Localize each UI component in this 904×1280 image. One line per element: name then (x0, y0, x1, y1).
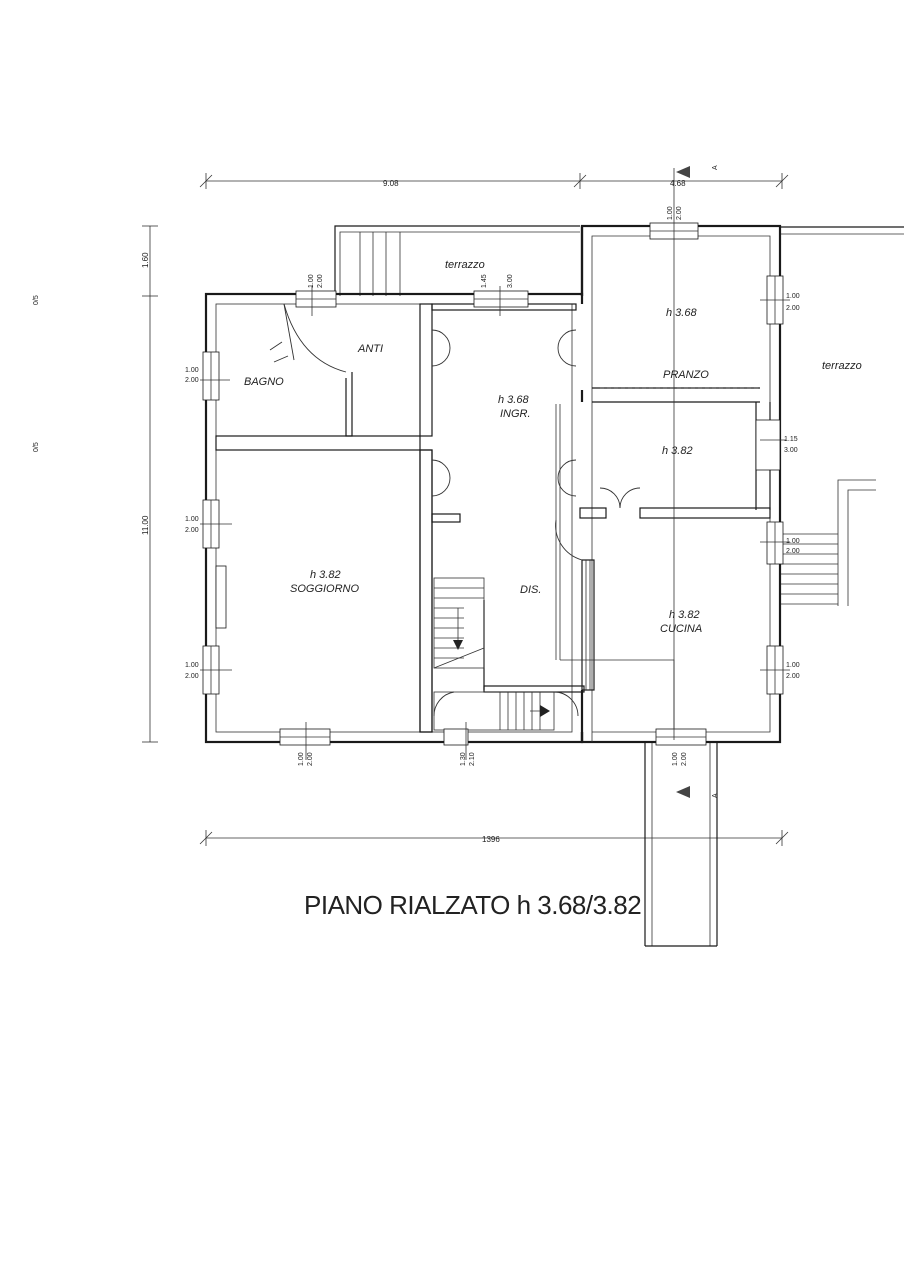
room-terrazzo-right: terrazzo (822, 360, 862, 372)
windows (200, 210, 790, 760)
dim-left-total: 11.00 (141, 515, 150, 535)
win-bagno-left-h: 2.00 (185, 377, 199, 384)
win-sogg-left-bottom-w: 1.00 (185, 662, 199, 669)
win-cucina-right-top-w: 1.00 (786, 538, 800, 545)
room-ingresso-height: h 3.68 (498, 394, 529, 406)
win-cucina-right-top-h: 2.00 (786, 548, 800, 555)
doors (269, 303, 641, 717)
terrace-top (334, 225, 580, 296)
room-cucina-height: h 3.82 (669, 609, 700, 621)
win-bagno-top-h: 2.00 (317, 274, 324, 288)
room-pranzo-height: h 3.68 (666, 307, 697, 319)
room-disimpegno: DIS. (520, 584, 541, 596)
win-cucina-bottom-w: 1.00 (672, 752, 679, 766)
room-pranzo: PRANZO (663, 369, 709, 381)
dim-left-top: 1.60 (141, 252, 150, 268)
win-mid-right-h: 3.00 (784, 447, 798, 454)
win-bagno-top-w: 1.00 (308, 274, 315, 288)
room-soggiorno: SOGGIORNO (290, 583, 360, 595)
walkway-bottom (644, 742, 718, 947)
win-cucina-bottom-h: 2.00 (681, 752, 688, 766)
win-mid-right-w: 1.15 (784, 436, 798, 443)
win-sogg-bottom-h: 2.00 (307, 752, 314, 766)
win-pranzo-right-h: 2.00 (786, 305, 800, 312)
win-pranzo-top-h: 2.00 (676, 206, 683, 220)
win-pranzo-right-w: 1.00 (786, 293, 800, 300)
margin-mark-bottom: 0/5 (33, 442, 40, 452)
margin-mark-top: 0/5 (33, 295, 40, 305)
win-pranzo-top-w: 1.00 (667, 206, 674, 220)
exterior-walls (204, 224, 782, 744)
plan-title: PIANO RIALZATO h 3.68/3.82 (304, 890, 641, 920)
room-cucina: CUCINA (660, 623, 702, 635)
win-stair-bottom-w: 1.30 (460, 752, 467, 766)
win-cucina-right-bottom-h: 2.00 (786, 673, 800, 680)
win-sogg-bottom-w: 1.00 (298, 752, 305, 766)
dim-bottom-total: 1396 (482, 835, 500, 844)
win-ingr-top-h: 3.00 (507, 274, 514, 288)
room-bagno: BAGNO (244, 376, 284, 388)
win-ingr-top-w: 1.45 (481, 274, 488, 288)
window-labels: 1.00 2.00 1.45 3.00 1.00 2.00 1.00 2.00 … (185, 206, 800, 766)
room-terrazzo-top: terrazzo (445, 259, 485, 271)
section-markers (673, 166, 720, 798)
dimension-lines (142, 173, 789, 846)
win-sogg-left-top-w: 1.00 (185, 516, 199, 523)
dim-top-left: 9.08 (383, 179, 399, 188)
win-sogg-left-top-h: 2.00 (185, 527, 199, 534)
win-cucina-right-bottom-w: 1.00 (786, 662, 800, 669)
section-arrow-bottom (676, 786, 720, 798)
win-sogg-left-bottom-h: 2.00 (185, 673, 199, 680)
room-soggiorno-height: h 3.82 (310, 569, 341, 581)
exterior-stair-right (780, 479, 876, 606)
win-bagno-left-w: 1.00 (185, 367, 199, 374)
section-label-bottom: A (712, 793, 719, 798)
terrace-right (780, 226, 904, 235)
interior-stairs (433, 577, 555, 731)
section-arrow-top (676, 166, 720, 178)
room-anti: ANTI (357, 343, 383, 355)
room-mid-height: h 3.82 (662, 445, 693, 457)
win-stair-bottom-h: 2.10 (469, 752, 476, 766)
room-ingresso: INGR. (500, 408, 531, 420)
dim-top-right: 4.68 (670, 179, 686, 188)
section-label-top: A (712, 165, 719, 170)
